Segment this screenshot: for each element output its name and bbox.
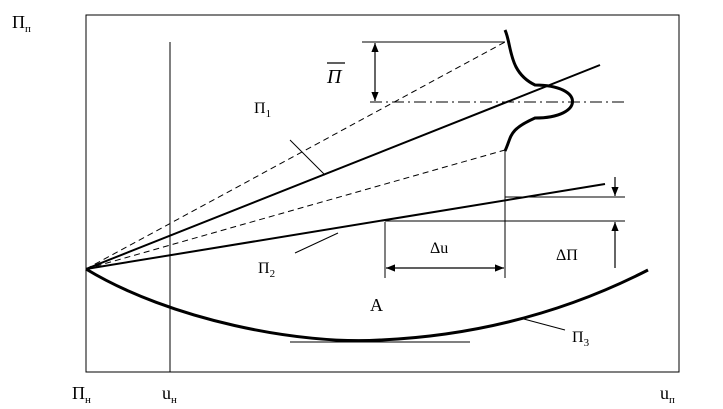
p1-label: П1 [254,100,271,120]
plot-frame [85,14,680,373]
delta-u-label: Δu [430,240,448,257]
distribution-curve [503,29,574,152]
p2-leader [294,232,339,254]
p3-label: П3 [572,329,590,349]
delta-p-label: ΔП [556,247,578,264]
point-a-label: A [370,295,383,315]
p1-leader [289,139,326,176]
p2-label: П2 [258,260,275,280]
p3-curve [85,267,649,343]
x-origin-label: Пн [72,383,91,406]
x-axis-label: uп [660,383,675,406]
p3-leader [519,317,566,331]
y-axis-label: Пп [12,12,31,35]
p1-line [85,64,601,270]
x-marker-label: uн [162,383,177,406]
mean-label: П [326,66,343,88]
lower-dashed-line [85,149,506,270]
p2-line [85,183,606,270]
